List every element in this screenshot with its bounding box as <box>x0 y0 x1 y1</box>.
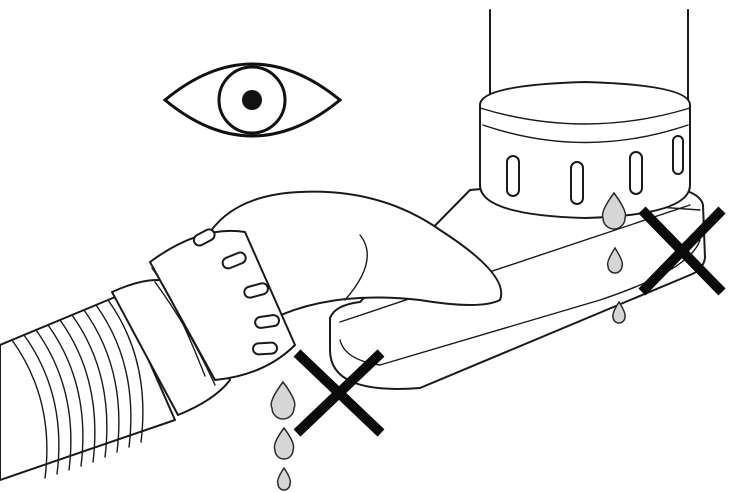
water-drop-icon <box>278 468 291 490</box>
water-drop-icon <box>274 428 293 459</box>
water-drops-left <box>271 382 295 490</box>
eye-icon <box>165 64 340 136</box>
top-nut <box>480 82 690 218</box>
water-drop-icon <box>271 382 295 419</box>
